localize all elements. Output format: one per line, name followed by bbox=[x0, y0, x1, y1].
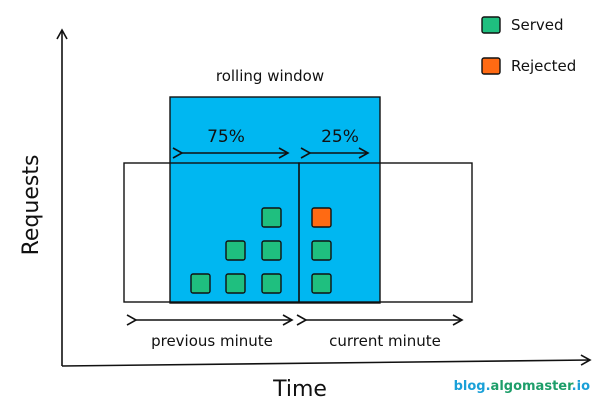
previous-share-label: 75% bbox=[207, 127, 245, 147]
rolling-window-title: rolling window bbox=[216, 67, 324, 85]
served-request-square bbox=[261, 207, 282, 228]
served-request-square bbox=[261, 240, 282, 261]
brand-logo: blog.algomaster.io bbox=[454, 379, 590, 394]
brand-part-3: .io bbox=[572, 379, 590, 394]
previous-minute-label: previous minute bbox=[151, 332, 273, 350]
served-request-square bbox=[190, 273, 211, 294]
current-minute-label: current minute bbox=[329, 332, 441, 350]
request-squares bbox=[190, 207, 332, 294]
legend-rejected-swatch bbox=[481, 57, 501, 75]
served-request-square bbox=[311, 273, 332, 294]
rolling-window bbox=[169, 96, 381, 304]
y-axis-label: Requests bbox=[19, 155, 44, 256]
x-axis-label: Time bbox=[272, 377, 327, 400]
served-request-square bbox=[225, 240, 246, 261]
x-axis bbox=[61, 354, 592, 367]
current-minute-box bbox=[298, 162, 473, 303]
served-request-square bbox=[225, 273, 246, 294]
legend-served-swatch bbox=[481, 16, 501, 34]
brand-part-1: blog. bbox=[454, 379, 491, 394]
brand-part-2: algomaster bbox=[491, 379, 575, 394]
rejected-request-square bbox=[311, 207, 332, 228]
current-share-label: 25% bbox=[321, 127, 359, 147]
served-request-square bbox=[261, 273, 282, 294]
served-request-square bbox=[311, 240, 332, 261]
legend-served-label: Served bbox=[511, 16, 564, 34]
legend-rejected-label: Rejected bbox=[511, 57, 576, 75]
